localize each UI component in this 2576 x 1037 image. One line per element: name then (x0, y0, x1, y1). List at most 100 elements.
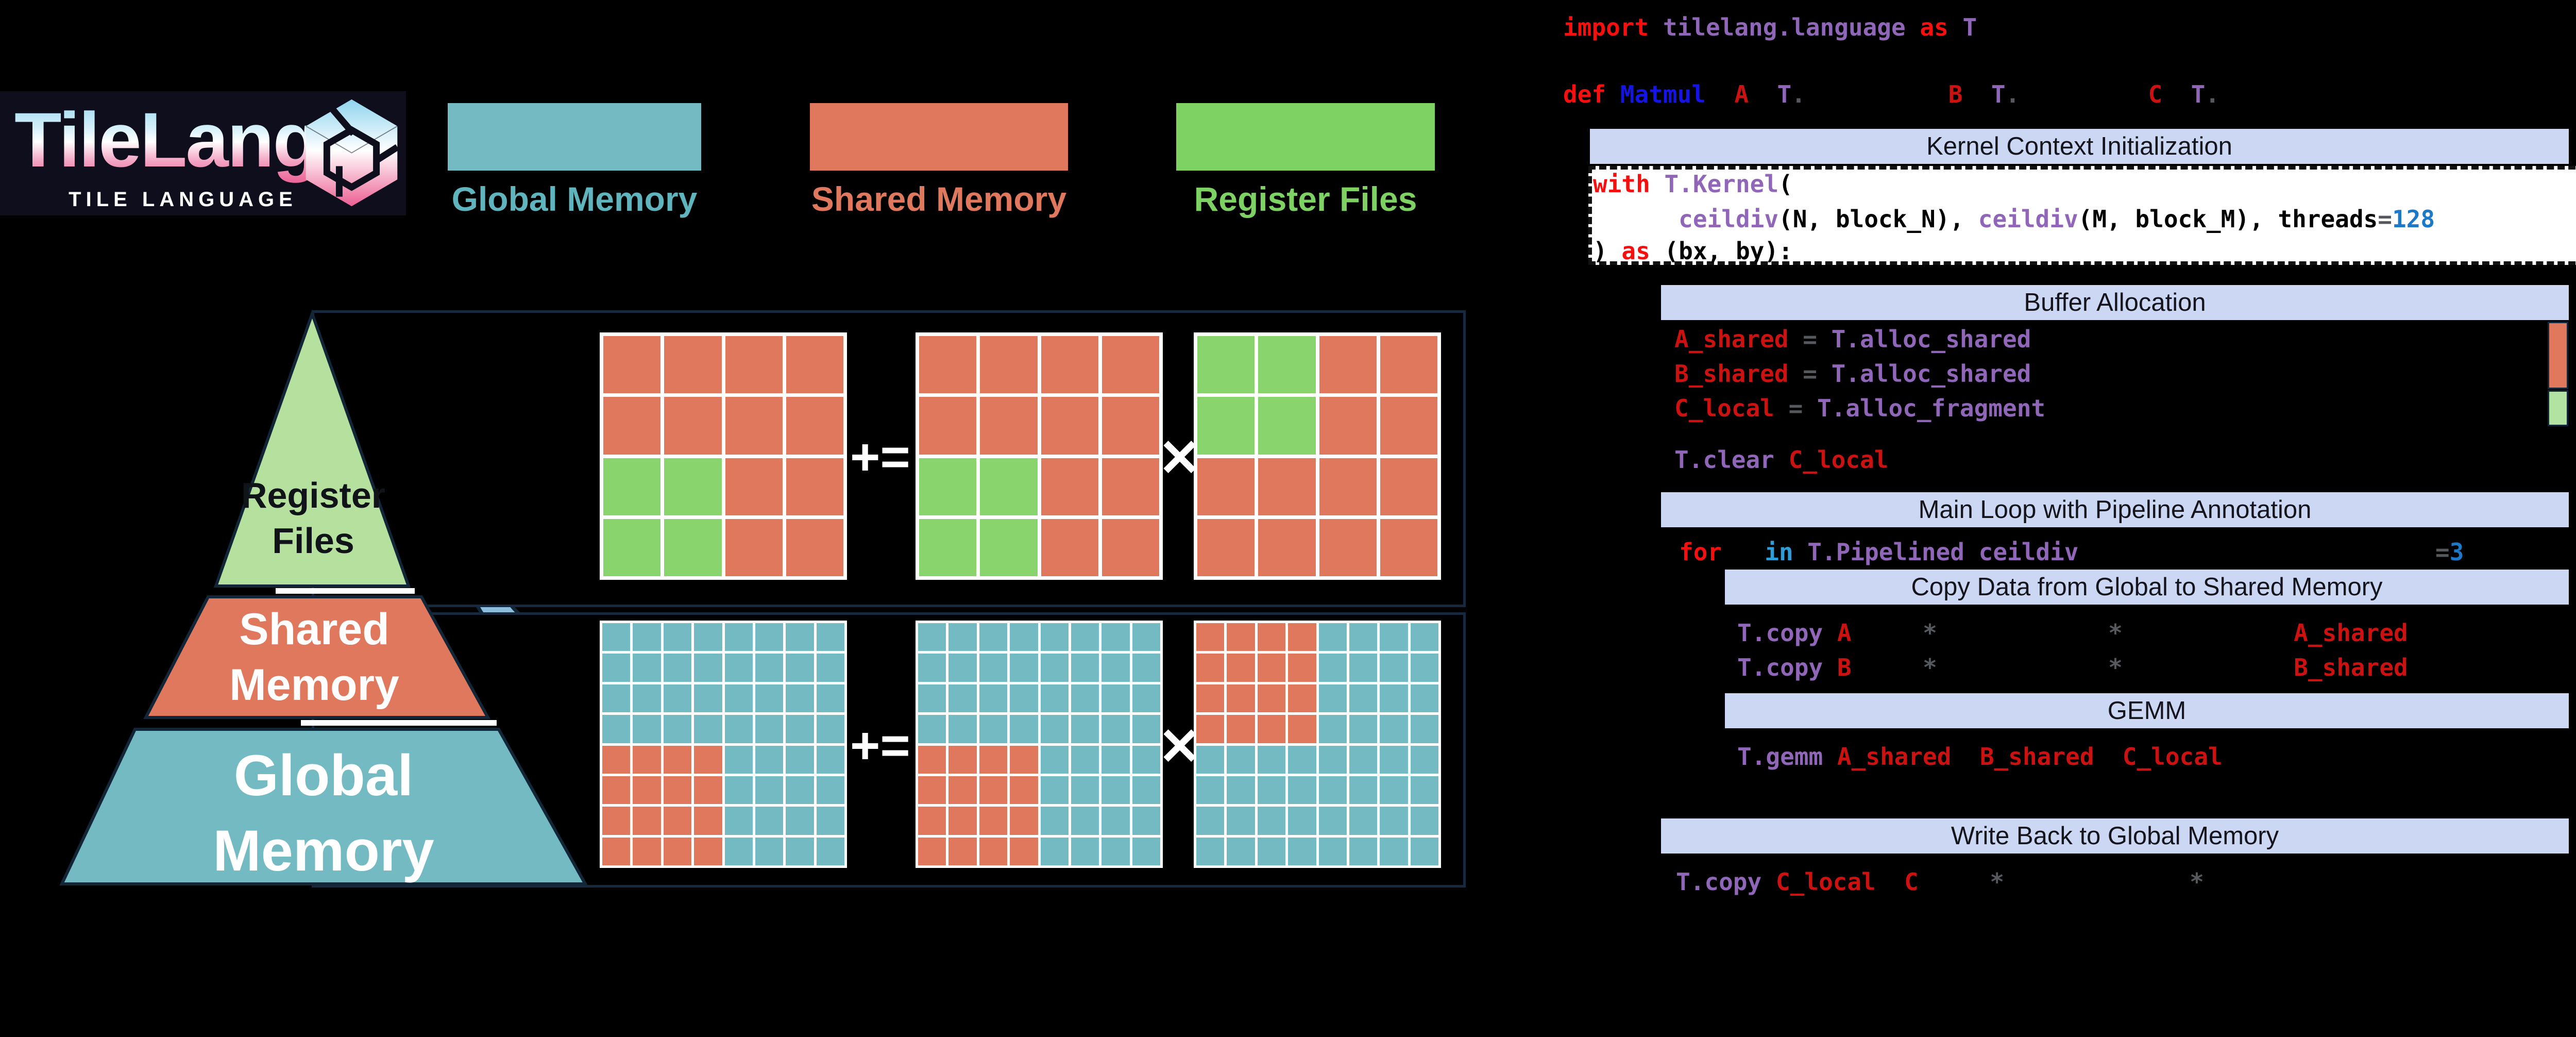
matrix-cell (1410, 654, 1438, 682)
section-bar-kernel-context: Kernel Context Initialization (1590, 129, 2569, 164)
section-bar-buffer-allocation: Buffer Allocation (1661, 285, 2569, 320)
matrix-cell (918, 776, 946, 805)
matrix-cell (1318, 745, 1347, 774)
code-token (1823, 654, 1837, 681)
matrix-cell (1410, 837, 1438, 865)
code-token: (bx, by): (1650, 237, 1793, 265)
matrix-cell (725, 518, 783, 576)
matrix-cell (1196, 807, 1225, 835)
matrix-cell (694, 807, 722, 835)
matrix-cell (1040, 715, 1069, 743)
matrix-cell (816, 623, 844, 651)
matrix-cell (1410, 623, 1438, 651)
kernel-context-code-box (1588, 166, 2576, 265)
matrix-cell (1319, 518, 1377, 576)
multiply-operator-top: ✕ (1158, 429, 1201, 487)
matrix-cell (918, 807, 946, 835)
matrix-cell (1010, 837, 1038, 865)
code-token (1951, 743, 1979, 771)
matrix-cell (1257, 623, 1286, 651)
code-token: ceildiv (1978, 538, 2079, 566)
matrix-cell (786, 776, 814, 805)
matrix-cell (1258, 518, 1316, 576)
matrix-cell (1258, 458, 1316, 515)
code-token: ceildiv (1679, 205, 1779, 233)
matrix-cell (1101, 745, 1130, 774)
matrix-cell (1319, 336, 1377, 394)
matrix-cell (1349, 745, 1378, 774)
pyramid-label-shared-memory: Shared Memory (229, 605, 399, 710)
matrix-cell (1288, 654, 1316, 682)
matrix-cell (1227, 745, 1255, 774)
code-token: B (1948, 80, 1963, 108)
code-token: as (1621, 237, 1650, 265)
pyramid-label-register-files: Register Files (241, 475, 386, 561)
matrix-cell (1380, 715, 1408, 743)
matrix-cell (725, 336, 783, 394)
matrix-cell (1318, 654, 1347, 682)
matrix-cell (1410, 684, 1438, 713)
matrix-cell (663, 776, 692, 805)
matrix-cell (1040, 684, 1069, 713)
matrix-cell (1101, 684, 1130, 713)
matrix-cell (816, 684, 844, 713)
matrix-cell (980, 458, 1038, 515)
matrix-cell (602, 654, 631, 682)
matrix-cell (603, 336, 661, 394)
matrix-cell (786, 397, 843, 455)
tilelang-logo: TileLang TILE LANGUAGE (0, 91, 406, 215)
matrix-cell (918, 623, 946, 651)
matrix-cell (755, 776, 784, 805)
code-token: B_shared (2294, 654, 2408, 681)
matrix-cell (602, 837, 631, 865)
section-bar-write-back: Write Back to Global Memory (1661, 818, 2569, 854)
matrix-cell (1349, 776, 1378, 805)
matrix-cell (1380, 458, 1437, 515)
matrix-cell (633, 807, 661, 835)
code-line: T.gemm A_shared B_shared C_local (1737, 744, 2223, 770)
pyramid-label-global-memory: Global Memory (213, 743, 434, 883)
code-token: (N, block_N), (1778, 205, 1978, 233)
code-token: def (1563, 80, 1620, 108)
code-token (1963, 80, 1991, 108)
code-token (1823, 619, 1837, 647)
matrix-cell (1380, 776, 1408, 805)
matrix-cell (1380, 518, 1437, 576)
matrix-cell (1318, 684, 1347, 713)
code-token: C_local (1674, 394, 1774, 422)
matrix-cell (980, 397, 1038, 455)
matrix-cell (755, 807, 784, 835)
matrix-cell (1288, 623, 1316, 651)
code-token: A_shared (1674, 325, 1789, 353)
matrix-cell (918, 837, 946, 865)
matrix-cell (633, 776, 661, 805)
code-token: tilelang.language (1663, 13, 1906, 41)
matrix-cell (663, 837, 692, 865)
matrix-cell (919, 397, 977, 455)
code-token: A (1734, 80, 1749, 108)
matrix-c-global (600, 621, 847, 868)
code-token: = (2435, 538, 2450, 566)
code-token: ceildiv (1978, 205, 2078, 233)
code-line: ceildiv(N, block_N), ceildiv(M, block_M)… (1593, 206, 2435, 232)
code-token: = (2378, 205, 2392, 233)
matrix-cell (602, 623, 631, 651)
matrix-cell (1196, 745, 1225, 774)
matrix-cell (1101, 458, 1159, 515)
matrix-cell (979, 837, 1008, 865)
code-token: 3 (2449, 538, 2464, 566)
matrix-cell (1410, 745, 1438, 774)
matrix-cell (918, 684, 946, 713)
matrix-cell (786, 336, 843, 394)
matrix-cell (1010, 684, 1038, 713)
legend-swatch-register-files (1176, 103, 1435, 171)
matrix-cell (1257, 807, 1286, 835)
matrix-cell (1227, 837, 1255, 865)
matrix-cell (603, 518, 661, 576)
code-line: C_local = T.alloc_fragment (1674, 395, 2045, 422)
code-token: T (2191, 80, 2206, 108)
code-token: = (1774, 394, 1817, 422)
matrix-cell (724, 745, 753, 774)
matrix-cell (1010, 745, 1038, 774)
